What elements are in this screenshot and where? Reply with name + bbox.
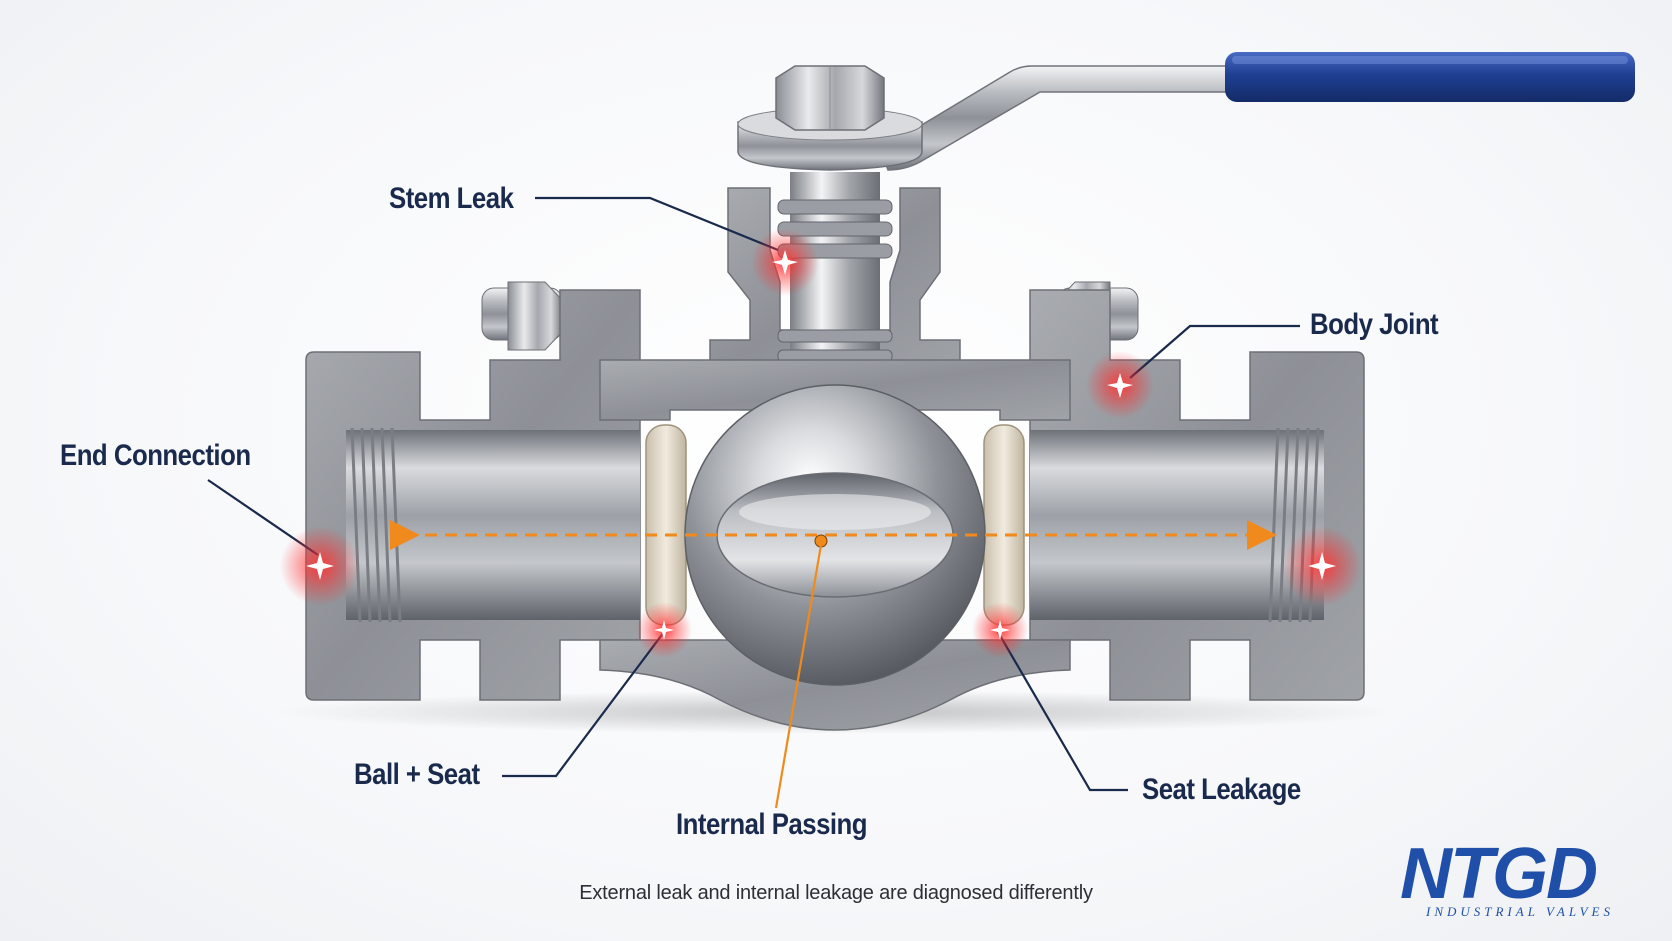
leader-ball-seat (502, 631, 665, 778)
leader-body-joint (1129, 324, 1300, 379)
right-seat (983, 424, 1025, 626)
leak-glow-body-joint (1086, 351, 1154, 419)
leader-stem-leak (535, 196, 779, 252)
left-bolt (481, 281, 563, 351)
left-seat (645, 424, 687, 626)
leak-markers (280, 228, 1362, 658)
callout-seat-leakage: Seat Leakage (1142, 773, 1301, 806)
logo-subtitle: INDUSTRIAL VALVES (1425, 904, 1614, 919)
callout-body-joint: Body Joint (1310, 308, 1439, 341)
leak-glow-ball-seat (636, 602, 692, 658)
leak-glow-end-right (1282, 526, 1362, 606)
bonnet (709, 172, 961, 381)
stem-nut (737, 65, 923, 171)
callout-internal-passing: Internal Passing (676, 808, 868, 841)
leak-glow-end-left (280, 526, 360, 606)
leak-glow-seat-leakage (972, 602, 1028, 658)
leak-glow-stem (751, 228, 819, 296)
right-end-cap (1029, 289, 1365, 701)
lever-handle (879, 52, 1635, 171)
leader-internal-passing (774, 544, 823, 809)
callout-stem-leak: Stem Leak (389, 182, 514, 215)
diagram-caption: External leak and internal leakage are d… (579, 882, 1093, 904)
brand-logo: NTGD INDUSTRIAL VALVES (1400, 838, 1652, 928)
left-end-cap (305, 289, 641, 701)
callout-end-connection: End Connection (60, 439, 251, 472)
handle-grip (1225, 52, 1635, 102)
leader-seat-leakage (997, 631, 1128, 792)
callout-ball-seat: Ball + Seat (354, 758, 480, 791)
logo-wordmark: NTGD (1400, 834, 1598, 914)
